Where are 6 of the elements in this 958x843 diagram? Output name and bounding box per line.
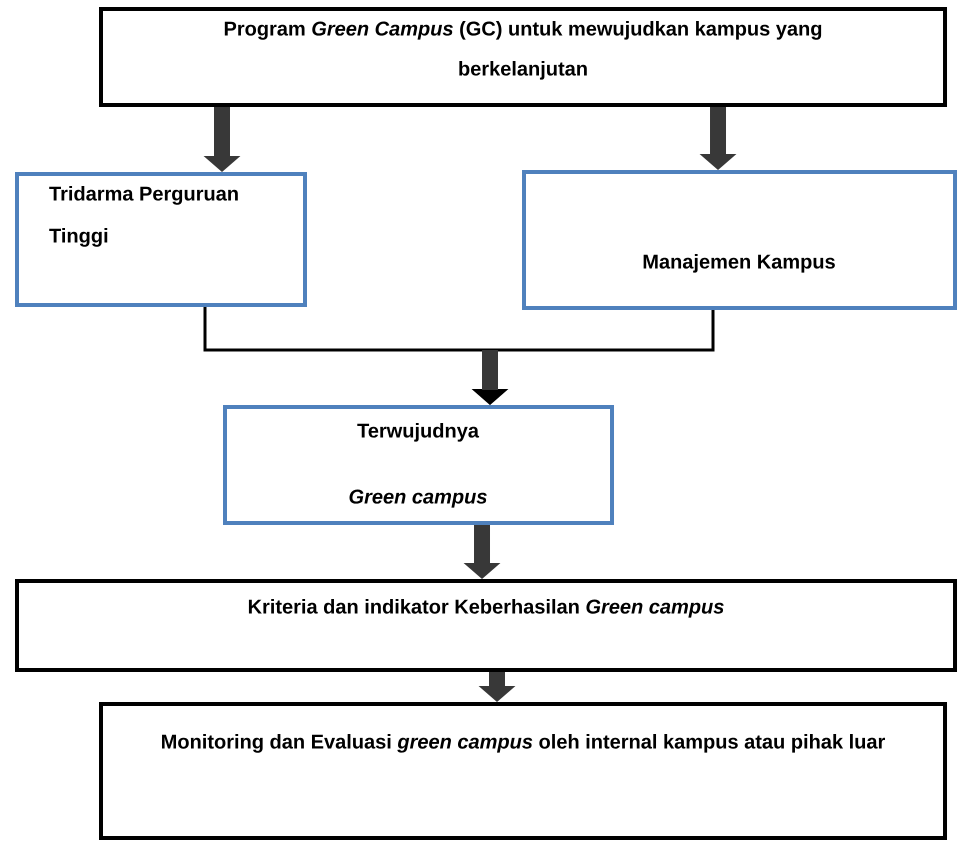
heading-box: Program Green Campus (GC) untuk mewujudkan kampus yang berkelanjutan <box>99 7 947 107</box>
process-box: Tridarma Perguruan Tinggi <box>15 172 307 307</box>
process-box: Kriteria dan indikator Keberhasilan Green campus <box>15 579 958 672</box>
process-box: Manajemen Kampus <box>522 170 958 310</box>
process-box: Monitoring dan Evaluasi green campus oleh internal kampus atau pihak luar <box>99 702 947 840</box>
process-box: Terwujudnya Green campus <box>223 405 614 525</box>
